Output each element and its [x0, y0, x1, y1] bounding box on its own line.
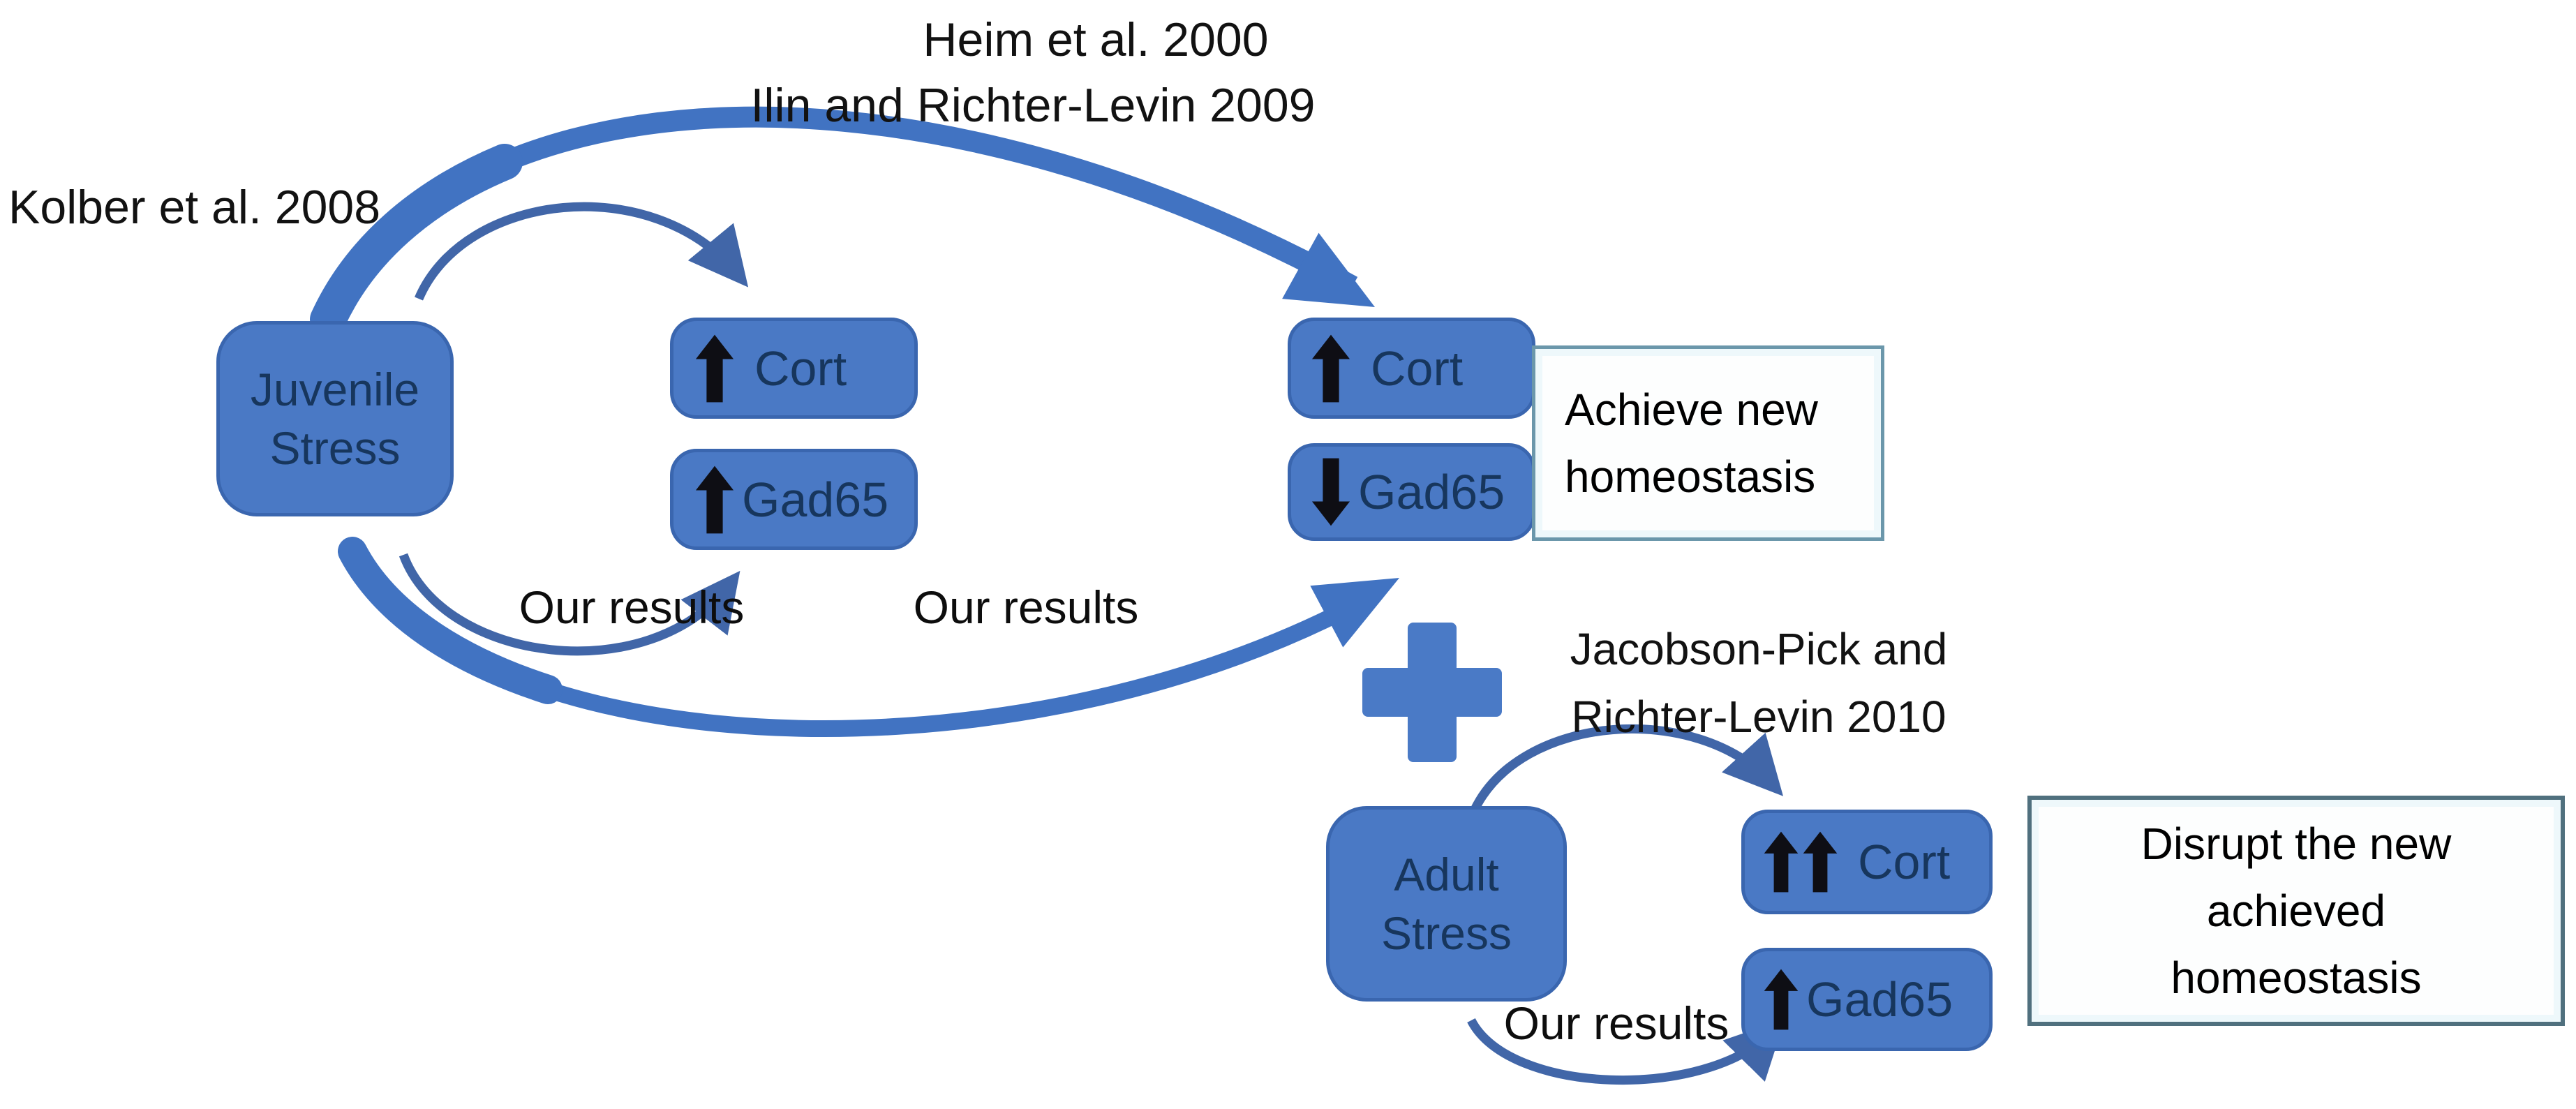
up-arrow-icon [695, 334, 734, 402]
node-adult-stress-line1: Adult [1394, 848, 1499, 900]
node-juvenile-stress-line1: Juvenile [250, 363, 420, 415]
node-adult-stress-line2: Stress [1380, 907, 1512, 959]
arrowhead-long-swoop [1310, 578, 1399, 648]
down-arrow-icon [1311, 458, 1350, 526]
arc-juvenile-to-new-gad65-thick-start [338, 537, 563, 704]
up-arrow-icon [1803, 831, 1838, 893]
node-adult-gad65-label: Gad65 [1806, 972, 1953, 1027]
callout-achieve-homeostasis: Achieve new homeostasis [1532, 345, 1884, 541]
up-arrow-icon [1764, 969, 1799, 1030]
node-juvenile-stress: Juvenile Stress [216, 321, 454, 516]
arrowhead-big-top [1282, 232, 1375, 307]
node-adult-cort-label: Cort [1858, 835, 1951, 889]
callout-disrupt-line1: Disrupt the new [2141, 819, 2452, 869]
callout-disrupt-homeostasis: Disrupt the new achieved homeostasis [2027, 796, 2565, 1026]
label-our-results-bottom: Our results [1503, 997, 1729, 1049]
plus-icon [1362, 623, 1502, 762]
node-new-gad65-label: Gad65 [1358, 465, 1505, 519]
node-adult-stress: Adult Stress [1326, 806, 1567, 1002]
node-adult-cort: Cort [1741, 810, 1993, 914]
plus-icon-horizontal-bar [1362, 668, 1502, 717]
label-our-results-left: Our results [519, 581, 745, 633]
citation-jacobson-line2: Richter-Levin 2010 [1571, 692, 1946, 742]
node-new-cort: Cort [1288, 318, 1535, 419]
arc-adult-to-gad65 [1467, 1018, 1785, 1085]
up-arrow-icon [1764, 831, 1799, 893]
callout-achieve-line1: Achieve new [1565, 385, 1818, 435]
label-our-results-middle: Our results [913, 581, 1139, 633]
node-juvenile-stress-line2: Stress [269, 422, 401, 474]
node-mid-gad65-label: Gad65 [742, 472, 889, 527]
up-arrow-icon [1311, 334, 1350, 402]
callout-achieve-line2: homeostasis [1565, 452, 1816, 502]
arc-juvenile-to-mid-cort [415, 202, 749, 301]
arc-juvenile-to-mid-gad65 [399, 553, 740, 656]
node-mid-cort: Cort [670, 318, 918, 419]
citation-heim: Heim et al. 2000 [923, 13, 1269, 66]
citation-kolber: Kolber et al. 2008 [8, 181, 381, 234]
arc-juvenile-to-new-state [318, 106, 1358, 325]
node-new-gad65: Gad65 [1288, 443, 1535, 541]
up-arrow-icon [695, 466, 734, 533]
callout-disrupt-line3: homeostasis [2171, 953, 2422, 1003]
citation-ilin: Ilin and Richter-Levin 2009 [750, 79, 1316, 132]
node-new-cort-label: Cort [1371, 341, 1464, 396]
node-mid-gad65: Gad65 [670, 449, 918, 550]
arc-juvenile-to-new-state-thick-start [310, 144, 523, 338]
callout-disrupt-line2: achieved [2206, 886, 2386, 936]
arc-adult-to-cort [1470, 724, 1784, 813]
citation-jacobson-line1: Jacobson-Pick and [1570, 624, 1948, 674]
node-mid-cort-label: Cort [754, 341, 847, 396]
